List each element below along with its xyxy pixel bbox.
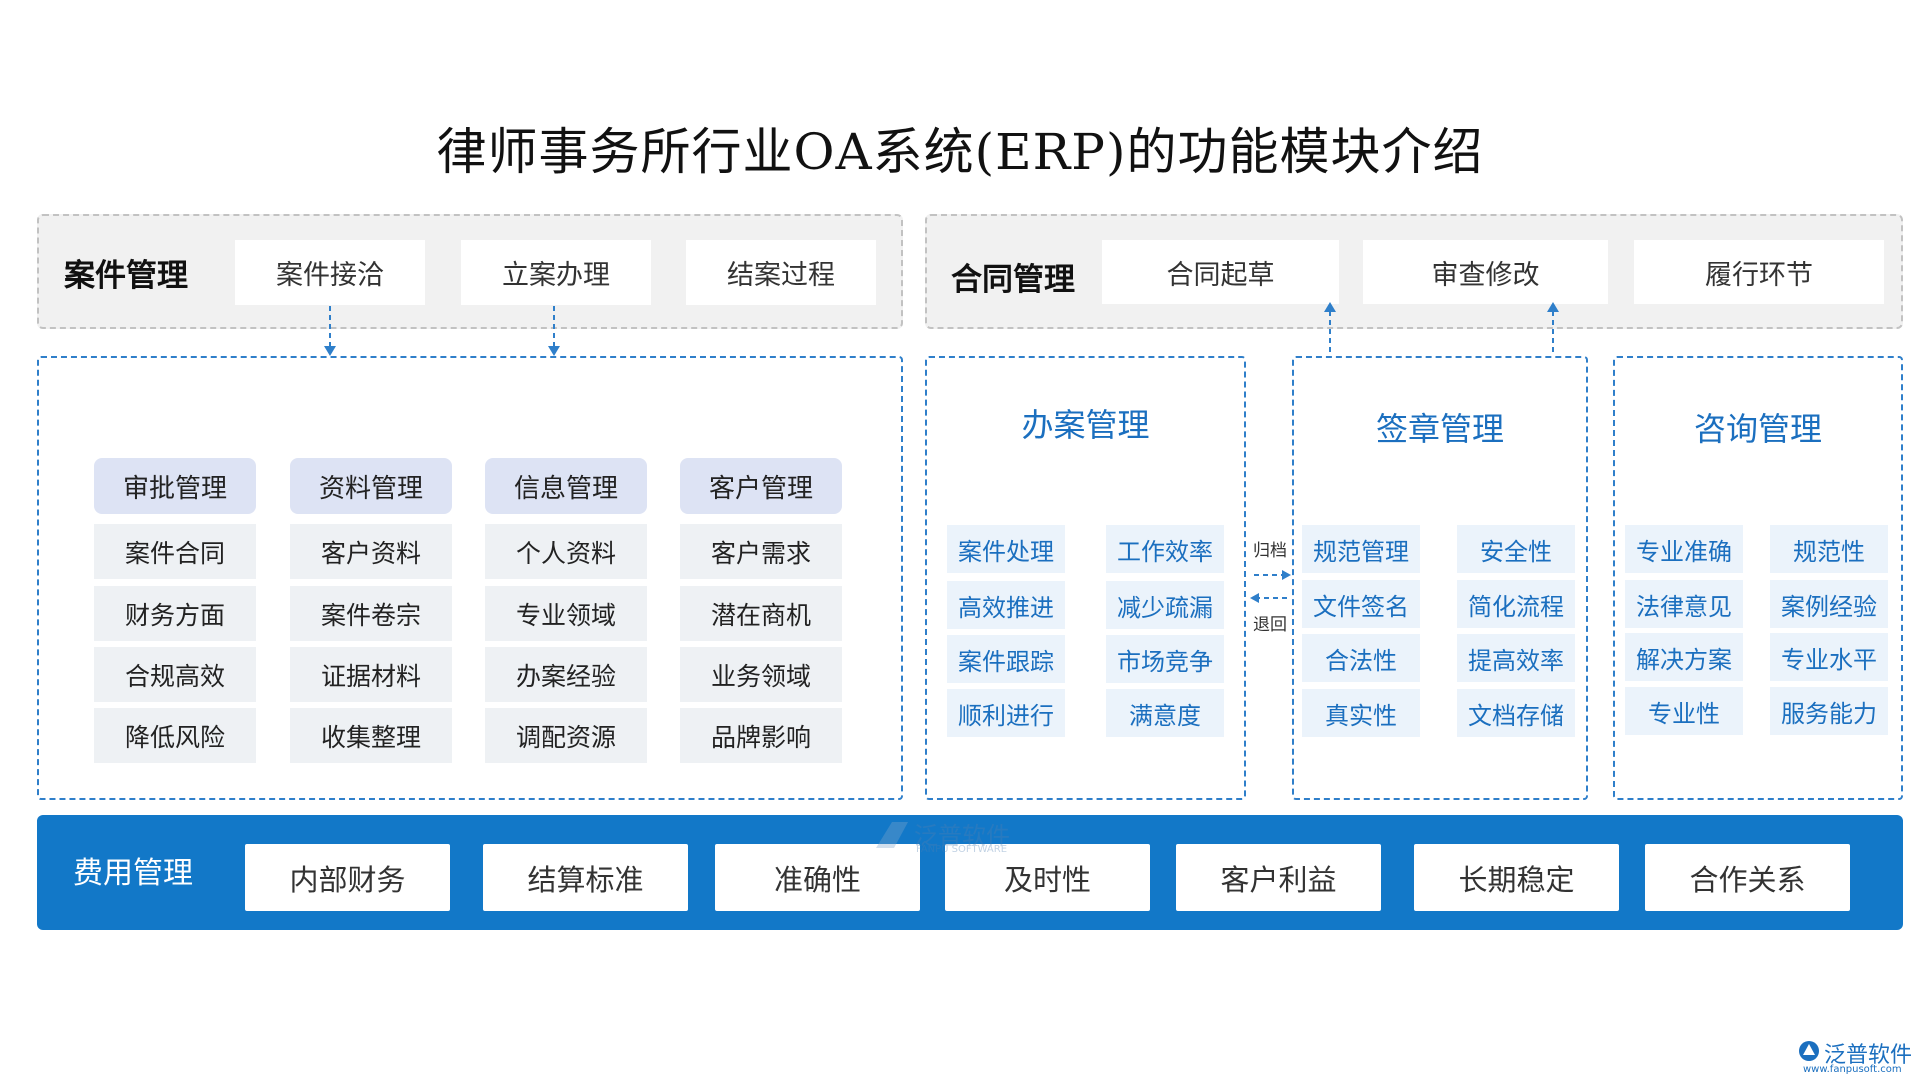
consult-management-title: 咨询管理	[1693, 410, 1822, 448]
brand-logo-name: 泛普软件	[1824, 1043, 1913, 1068]
column-head-documents[interactable]: 资料管理	[290, 458, 452, 514]
seal-item[interactable]: 真实性	[1302, 689, 1420, 737]
case-item-closing[interactable]: 结案过程	[686, 240, 876, 305]
consult-item[interactable]: 服务能力	[1770, 687, 1888, 735]
list-item[interactable]: 降低风险	[94, 708, 256, 763]
list-item[interactable]: 收集整理	[290, 708, 452, 763]
list-item[interactable]: 品牌影响	[680, 708, 842, 763]
seal-item[interactable]: 合法性	[1302, 634, 1420, 682]
consult-item[interactable]: 专业准确	[1625, 525, 1743, 573]
watermark-name: 泛普软件	[914, 822, 1010, 850]
consult-item[interactable]: 解决方案	[1625, 633, 1743, 681]
office-item[interactable]: 案件处理	[947, 525, 1065, 573]
page-title: 律师事务所行业OA系统(ERP)的功能模块介绍	[436, 123, 1484, 181]
center-watermark: 泛普软件 FANPU SOFTWARE	[872, 816, 1072, 856]
column-head-information[interactable]: 信息管理	[485, 458, 647, 514]
list-item[interactable]: 业务领域	[680, 647, 842, 702]
list-item[interactable]: 案件卷宗	[290, 586, 452, 641]
case-item-filing[interactable]: 立案办理	[461, 240, 651, 305]
brand-logo-icon	[1799, 1041, 1819, 1061]
fee-management-label: 费用管理	[73, 856, 193, 891]
brand-logo-url: www.fanpusoft.com	[1803, 1064, 1902, 1075]
list-item[interactable]: 调配资源	[485, 708, 647, 763]
seal-item[interactable]: 文件签名	[1302, 580, 1420, 628]
list-item[interactable]: 客户资料	[290, 524, 452, 579]
list-item[interactable]: 合规高效	[94, 647, 256, 702]
list-item[interactable]: 潜在商机	[680, 586, 842, 641]
contract-item-draft[interactable]: 合同起草	[1102, 240, 1339, 304]
watermark-logo-icon	[876, 822, 908, 848]
list-item[interactable]: 证据材料	[290, 647, 452, 702]
list-item[interactable]: 办案经验	[485, 647, 647, 702]
fee-item[interactable]: 及时性	[945, 844, 1150, 911]
brand-logo: 泛普软件 www.fanpusoft.com	[1797, 1037, 1920, 1077]
office-item[interactable]: 高效推进	[947, 581, 1065, 629]
fee-item[interactable]: 客户利益	[1176, 844, 1381, 911]
contract-item-performance[interactable]: 履行环节	[1634, 240, 1884, 304]
seal-item[interactable]: 文档存储	[1457, 689, 1575, 737]
list-item[interactable]: 案件合同	[94, 524, 256, 579]
case-management-label: 案件管理	[64, 258, 188, 294]
seal-item[interactable]: 提高效率	[1457, 634, 1575, 682]
list-item[interactable]: 专业领域	[485, 586, 647, 641]
return-label: 退回	[1253, 615, 1287, 635]
office-item[interactable]: 案件跟踪	[947, 635, 1065, 683]
office-item[interactable]: 减少疏漏	[1106, 581, 1224, 629]
consult-item[interactable]: 规范性	[1770, 525, 1888, 573]
office-item[interactable]: 工作效率	[1106, 525, 1224, 573]
fee-item[interactable]: 合作关系	[1645, 844, 1850, 911]
fee-item[interactable]: 结算标准	[483, 844, 688, 911]
seal-item[interactable]: 简化流程	[1457, 580, 1575, 628]
seal-management-title: 签章管理	[1375, 410, 1504, 448]
consult-item[interactable]: 专业水平	[1770, 633, 1888, 681]
contract-management-label: 合同管理	[951, 262, 1075, 298]
list-item[interactable]: 财务方面	[94, 586, 256, 641]
case-item-intake[interactable]: 案件接洽	[235, 240, 425, 305]
office-item[interactable]: 满意度	[1106, 689, 1224, 737]
fee-item[interactable]: 内部财务	[245, 844, 450, 911]
seal-item[interactable]: 规范管理	[1302, 525, 1420, 573]
watermark-sub: FANPU SOFTWARE	[916, 844, 1008, 855]
column-head-approval[interactable]: 审批管理	[94, 458, 256, 514]
fee-item[interactable]: 准确性	[715, 844, 920, 911]
fee-item[interactable]: 长期稳定	[1414, 844, 1619, 911]
column-head-client[interactable]: 客户管理	[680, 458, 842, 514]
office-item[interactable]: 市场竞争	[1106, 635, 1224, 683]
consult-item[interactable]: 专业性	[1625, 687, 1743, 735]
list-item[interactable]: 客户需求	[680, 524, 842, 579]
list-item[interactable]: 个人资料	[485, 524, 647, 579]
office-item[interactable]: 顺利进行	[947, 689, 1065, 737]
archive-label: 归档	[1253, 541, 1287, 561]
office-management-title: 办案管理	[1021, 406, 1150, 444]
consult-item[interactable]: 案例经验	[1770, 580, 1888, 628]
contract-item-review[interactable]: 审查修改	[1363, 240, 1608, 304]
seal-item[interactable]: 安全性	[1457, 525, 1575, 573]
consult-item[interactable]: 法律意见	[1625, 580, 1743, 628]
